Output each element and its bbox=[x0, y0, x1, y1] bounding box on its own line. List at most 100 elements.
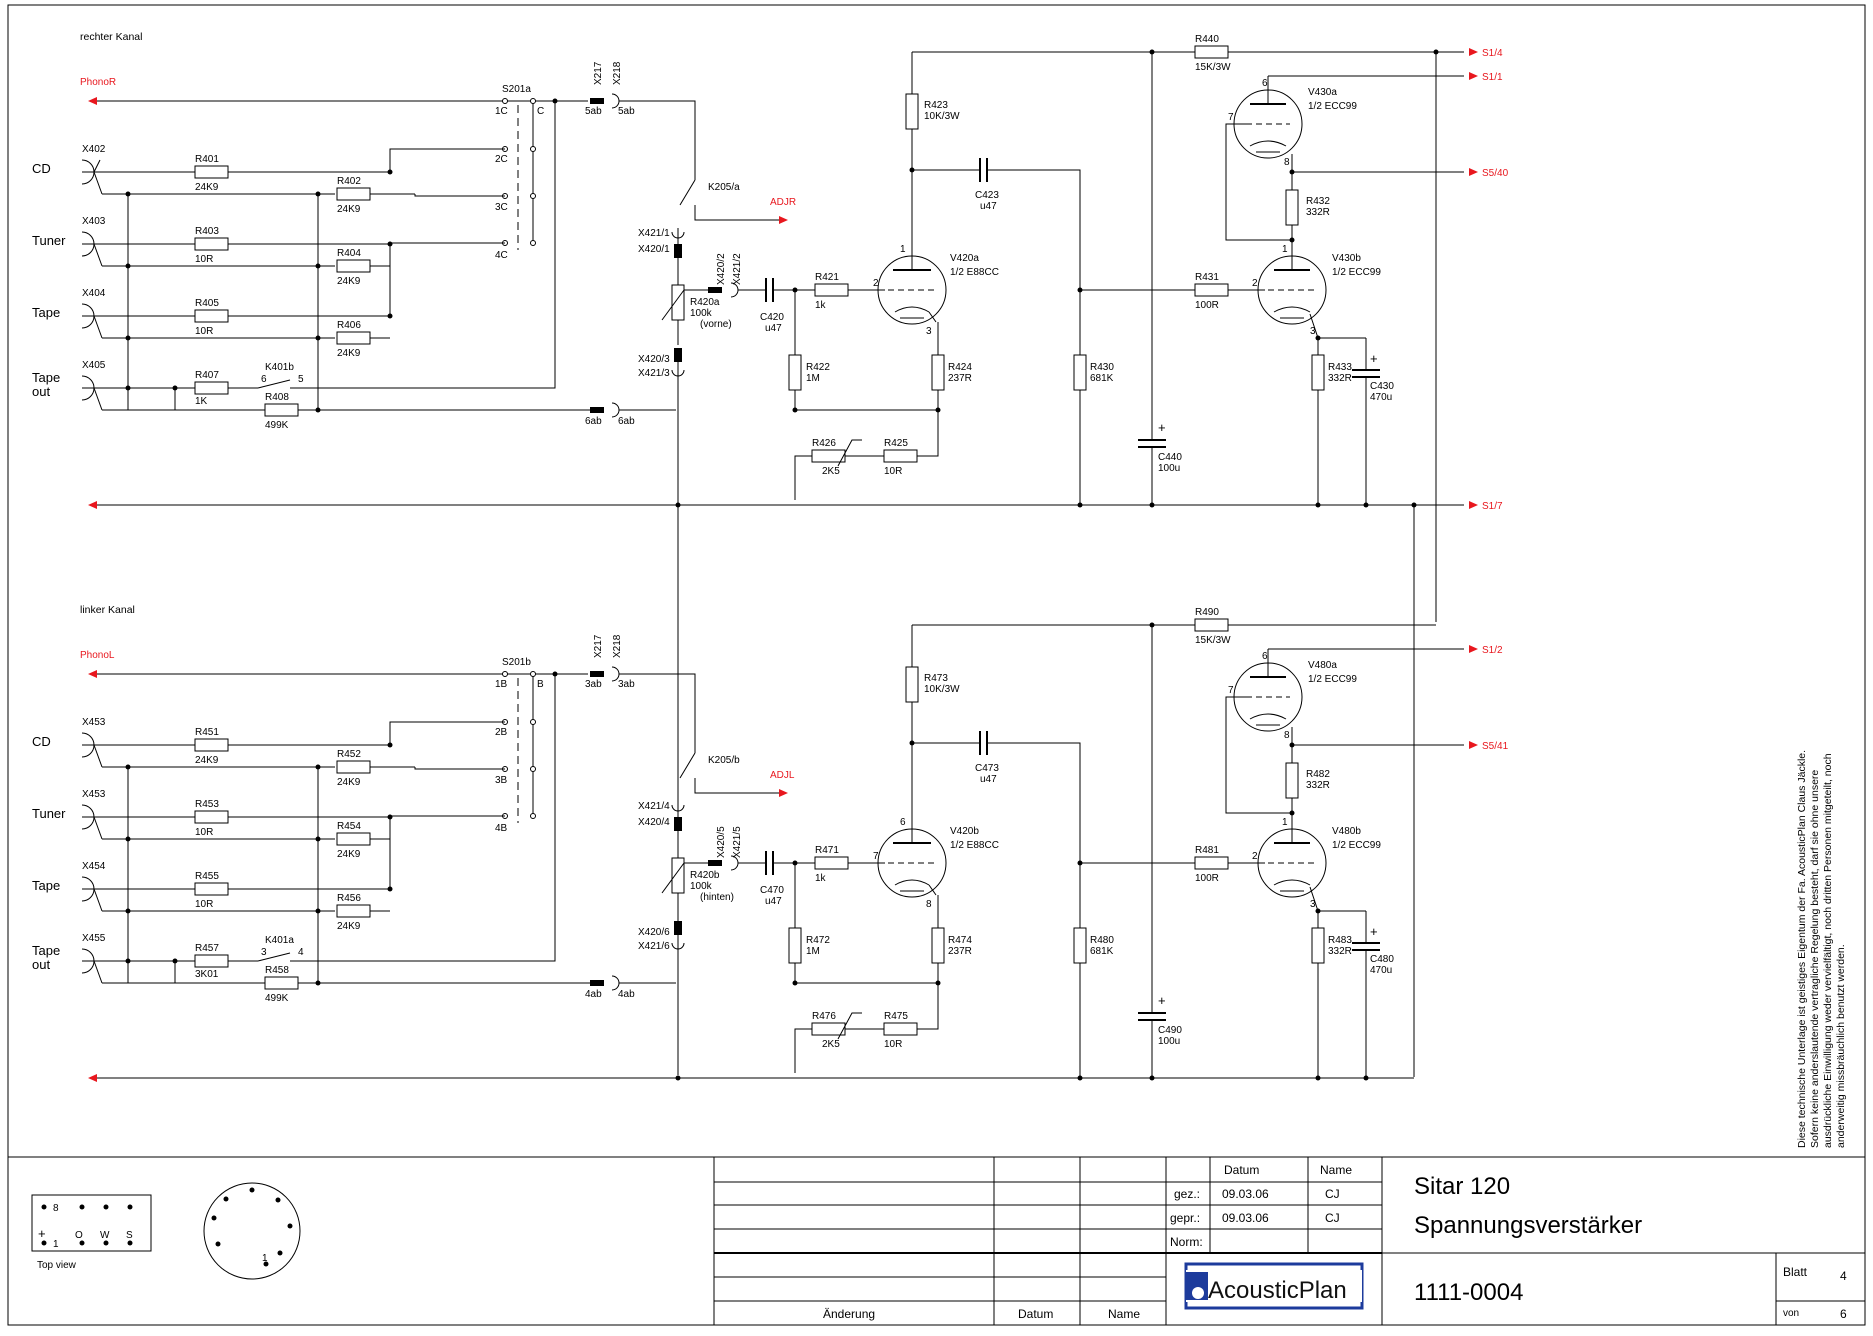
svg-text:R403: R403 bbox=[195, 226, 219, 237]
jack-label: X403 bbox=[82, 216, 106, 227]
svg-text:X420/6: X420/6 bbox=[638, 927, 670, 938]
svg-text:X218: X218 bbox=[612, 634, 623, 658]
svg-text:1: 1 bbox=[900, 244, 906, 255]
svg-text:R407: R407 bbox=[195, 370, 219, 381]
svg-text:R420a: R420a bbox=[690, 297, 720, 308]
resistor-r483 bbox=[1311, 927, 1325, 964]
resistor-r404 bbox=[336, 259, 371, 273]
svg-text:+: + bbox=[1158, 420, 1166, 435]
svg-text:24K9: 24K9 bbox=[195, 755, 219, 766]
drawing-number: 1111-0004 bbox=[1414, 1279, 1523, 1306]
resistor-r423 bbox=[905, 93, 919, 130]
svg-text:C480: C480 bbox=[1370, 954, 1394, 965]
phono-label: PhonoR bbox=[80, 77, 116, 88]
svg-text:C430: C430 bbox=[1370, 381, 1394, 392]
svg-text:6: 6 bbox=[1840, 1307, 1847, 1321]
svg-text:332R: 332R bbox=[1306, 207, 1330, 218]
resistor-r453 bbox=[194, 810, 229, 824]
svg-text:1k: 1k bbox=[815, 873, 827, 884]
switch-label: S201a bbox=[502, 84, 531, 95]
svg-text:X420/1: X420/1 bbox=[638, 244, 670, 255]
svg-text:3ab: 3ab bbox=[585, 679, 602, 690]
channel-title: linker Kanal bbox=[80, 604, 135, 616]
switch-label: S201b bbox=[502, 657, 531, 668]
svg-text:X420/3: X420/3 bbox=[638, 354, 670, 365]
svg-text:1/2 ECC99: 1/2 ECC99 bbox=[1332, 267, 1381, 278]
svg-text:R452: R452 bbox=[337, 749, 361, 760]
svg-text:u47: u47 bbox=[980, 201, 997, 212]
svg-text:R420b: R420b bbox=[690, 870, 720, 881]
resistor-r475 bbox=[883, 1022, 918, 1036]
input-label: out bbox=[32, 384, 50, 399]
resistor-r403 bbox=[194, 237, 229, 251]
switch-pin: C bbox=[537, 106, 544, 117]
resistor-r473 bbox=[905, 666, 919, 703]
resistor-r490 bbox=[1194, 618, 1229, 632]
svg-text:Datum: Datum bbox=[1018, 1307, 1053, 1321]
svg-text:8: 8 bbox=[53, 1203, 59, 1214]
resistor-r433 bbox=[1311, 354, 1325, 391]
svg-text:+: + bbox=[38, 1226, 46, 1241]
relay-label: K205/a bbox=[708, 182, 740, 193]
svg-text:Name: Name bbox=[1108, 1307, 1140, 1321]
svg-text:R422: R422 bbox=[806, 362, 830, 373]
svg-text:3: 3 bbox=[926, 326, 932, 337]
svg-text:10R: 10R bbox=[884, 466, 902, 477]
switch-pin: 3C bbox=[495, 202, 508, 213]
switch-pin: 4C bbox=[495, 250, 508, 261]
svg-text:X453: X453 bbox=[82, 717, 106, 728]
svg-text:X421/3: X421/3 bbox=[638, 368, 670, 379]
svg-text:1k: 1k bbox=[815, 300, 827, 311]
svg-text:332R: 332R bbox=[1328, 946, 1352, 957]
svg-text:10R: 10R bbox=[195, 326, 213, 337]
svg-text:out: out bbox=[32, 957, 50, 972]
resistor-r471 bbox=[814, 856, 849, 870]
svg-text:2: 2 bbox=[1252, 851, 1258, 862]
resistor-r452 bbox=[336, 760, 371, 774]
svg-text:3: 3 bbox=[1310, 899, 1316, 910]
channel-title: rechter Kanal bbox=[80, 31, 142, 43]
svg-text:15K/3W: 15K/3W bbox=[1195, 635, 1231, 646]
svg-text:6: 6 bbox=[1262, 78, 1268, 89]
svg-text:C473: C473 bbox=[975, 763, 999, 774]
svg-text:X453: X453 bbox=[82, 789, 106, 800]
resistor-r407 bbox=[194, 381, 229, 395]
connector-pin: 5ab bbox=[618, 106, 635, 117]
svg-text:1: 1 bbox=[262, 1253, 268, 1264]
svg-text:24K9: 24K9 bbox=[337, 777, 361, 788]
svg-text:+: + bbox=[1370, 351, 1378, 366]
svg-text:R426: R426 bbox=[812, 438, 836, 449]
svg-text:R472: R472 bbox=[806, 935, 830, 946]
svg-text:R480: R480 bbox=[1090, 935, 1114, 946]
output-label: S1/4 bbox=[1482, 48, 1503, 59]
svg-text:AcousticPlan: AcousticPlan bbox=[1208, 1277, 1347, 1304]
svg-text:1: 1 bbox=[1282, 244, 1288, 255]
svg-text:1: 1 bbox=[1282, 817, 1288, 828]
svg-text:Diese technische Unterlage ist: Diese technische Unterlage ist geistiges… bbox=[1796, 750, 1808, 1148]
svg-text:2K5: 2K5 bbox=[822, 1039, 840, 1050]
svg-text:R473: R473 bbox=[924, 673, 948, 684]
svg-text:332R: 332R bbox=[1306, 780, 1330, 791]
svg-text:R455: R455 bbox=[195, 871, 219, 882]
svg-text:8: 8 bbox=[1284, 157, 1290, 168]
input-label: Tape bbox=[32, 370, 60, 385]
svg-text:237R: 237R bbox=[948, 373, 972, 384]
svg-text:V430a: V430a bbox=[1308, 87, 1337, 98]
svg-text:24K9: 24K9 bbox=[337, 348, 361, 359]
svg-text:R430: R430 bbox=[1090, 362, 1114, 373]
resistor-r451 bbox=[194, 738, 229, 752]
svg-text:1M: 1M bbox=[806, 946, 820, 957]
svg-text:499K: 499K bbox=[265, 993, 289, 1004]
svg-text:X420/2: X420/2 bbox=[716, 253, 727, 285]
resistor-r401 bbox=[194, 165, 229, 179]
svg-text:R475: R475 bbox=[884, 1011, 908, 1022]
svg-text:C420: C420 bbox=[760, 312, 784, 323]
svg-text:R433: R433 bbox=[1328, 362, 1352, 373]
svg-text:100k: 100k bbox=[690, 881, 713, 892]
switch-pin: 1C bbox=[495, 106, 508, 117]
svg-text:24K9: 24K9 bbox=[337, 204, 361, 215]
svg-text:4ab: 4ab bbox=[585, 989, 602, 1000]
output-label: S5/41 bbox=[1482, 741, 1509, 752]
resistor-r431 bbox=[1194, 283, 1229, 297]
svg-text:O: O bbox=[75, 1230, 83, 1241]
